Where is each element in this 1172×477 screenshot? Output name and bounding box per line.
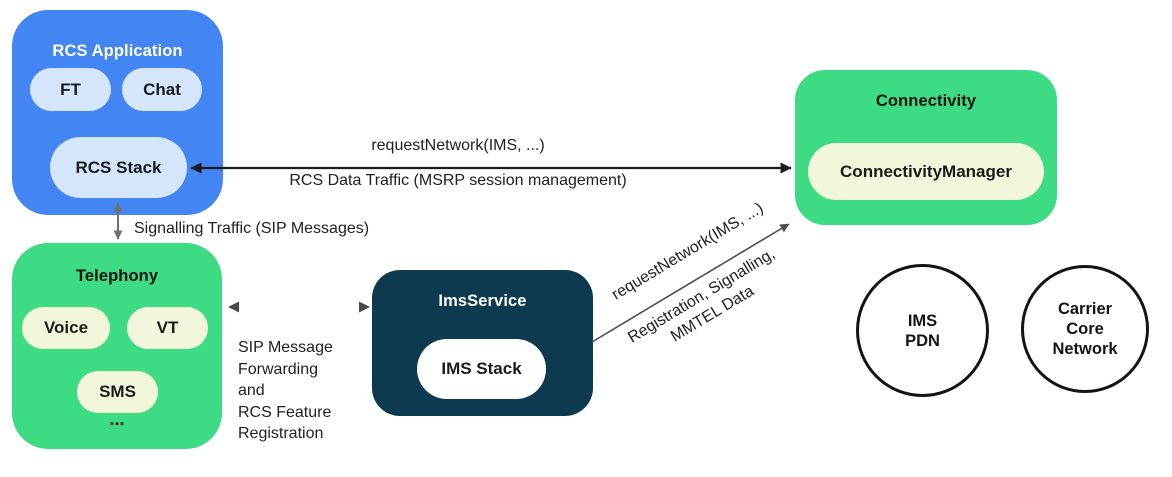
rcs-stack-pill: RCS Stack bbox=[50, 137, 187, 198]
carrier-label-line1: Carrier bbox=[1057, 300, 1113, 318]
ims-stack-pill: IMS Stack bbox=[417, 339, 546, 399]
ims-pdn-circle: IMS PDN bbox=[856, 264, 989, 397]
chat-pill: Chat bbox=[122, 68, 202, 111]
sip-forwarding-label: SIP Message Forwarding and RCS Feature R… bbox=[238, 337, 368, 445]
rcs-application-box: RCS Application FT Chat RCS Stack bbox=[12, 10, 223, 215]
connectivity-title: Connectivity bbox=[875, 92, 977, 110]
sip-forwarding-line1: SIP Message bbox=[238, 339, 333, 356]
ims-service-title: ImsService bbox=[438, 292, 527, 310]
carrier-core-network-circle: Carrier Core Network bbox=[1021, 265, 1149, 393]
connectivity-box: Connectivity ConnectivityManager bbox=[795, 70, 1057, 225]
telephony-left-arrowhead bbox=[228, 301, 239, 313]
carrier-label-line3: Network bbox=[1052, 340, 1118, 358]
ims-pdn-label-line2: PDN bbox=[905, 331, 940, 350]
rcs-application-title: RCS Application bbox=[52, 42, 183, 60]
voice-pill: Voice bbox=[22, 307, 110, 349]
sip-forwarding-line5: Registration bbox=[238, 425, 324, 443]
ft-pill: FT bbox=[30, 68, 111, 111]
connectivity-manager-pill: ConnectivityManager bbox=[808, 143, 1044, 200]
sip-forwarding-line2: Forwarding bbox=[238, 360, 319, 378]
rcs-data-traffic-label: RCS Data Traffic (MSRP session managemen… bbox=[289, 172, 627, 189]
sms-pill: SMS bbox=[77, 371, 158, 413]
telephony-title: Telephony bbox=[75, 267, 159, 285]
carrier-label-line2: Core bbox=[1066, 320, 1104, 338]
sip-forwarding-line4: RCS Feature bbox=[238, 403, 332, 421]
request-network-horizontal-label: requestNetwork(IMS, ...) bbox=[371, 137, 545, 154]
vt-pill: VT bbox=[127, 307, 208, 349]
ims-pdn-label-line1: IMS bbox=[907, 311, 938, 330]
ims-service-right-arrowhead bbox=[359, 301, 370, 313]
registration-signalling-label: Registration, Signalling, MMTEL Data bbox=[606, 233, 808, 377]
ims-service-box: ImsService IMS Stack bbox=[372, 270, 593, 416]
sip-forwarding-line3: and bbox=[238, 382, 265, 400]
signalling-traffic-label: Signalling Traffic (SIP Messages) bbox=[134, 220, 370, 237]
telephony-box: Telephony Voice VT SMS ... bbox=[12, 243, 222, 449]
telephony-ellipsis: ... bbox=[109, 409, 125, 429]
